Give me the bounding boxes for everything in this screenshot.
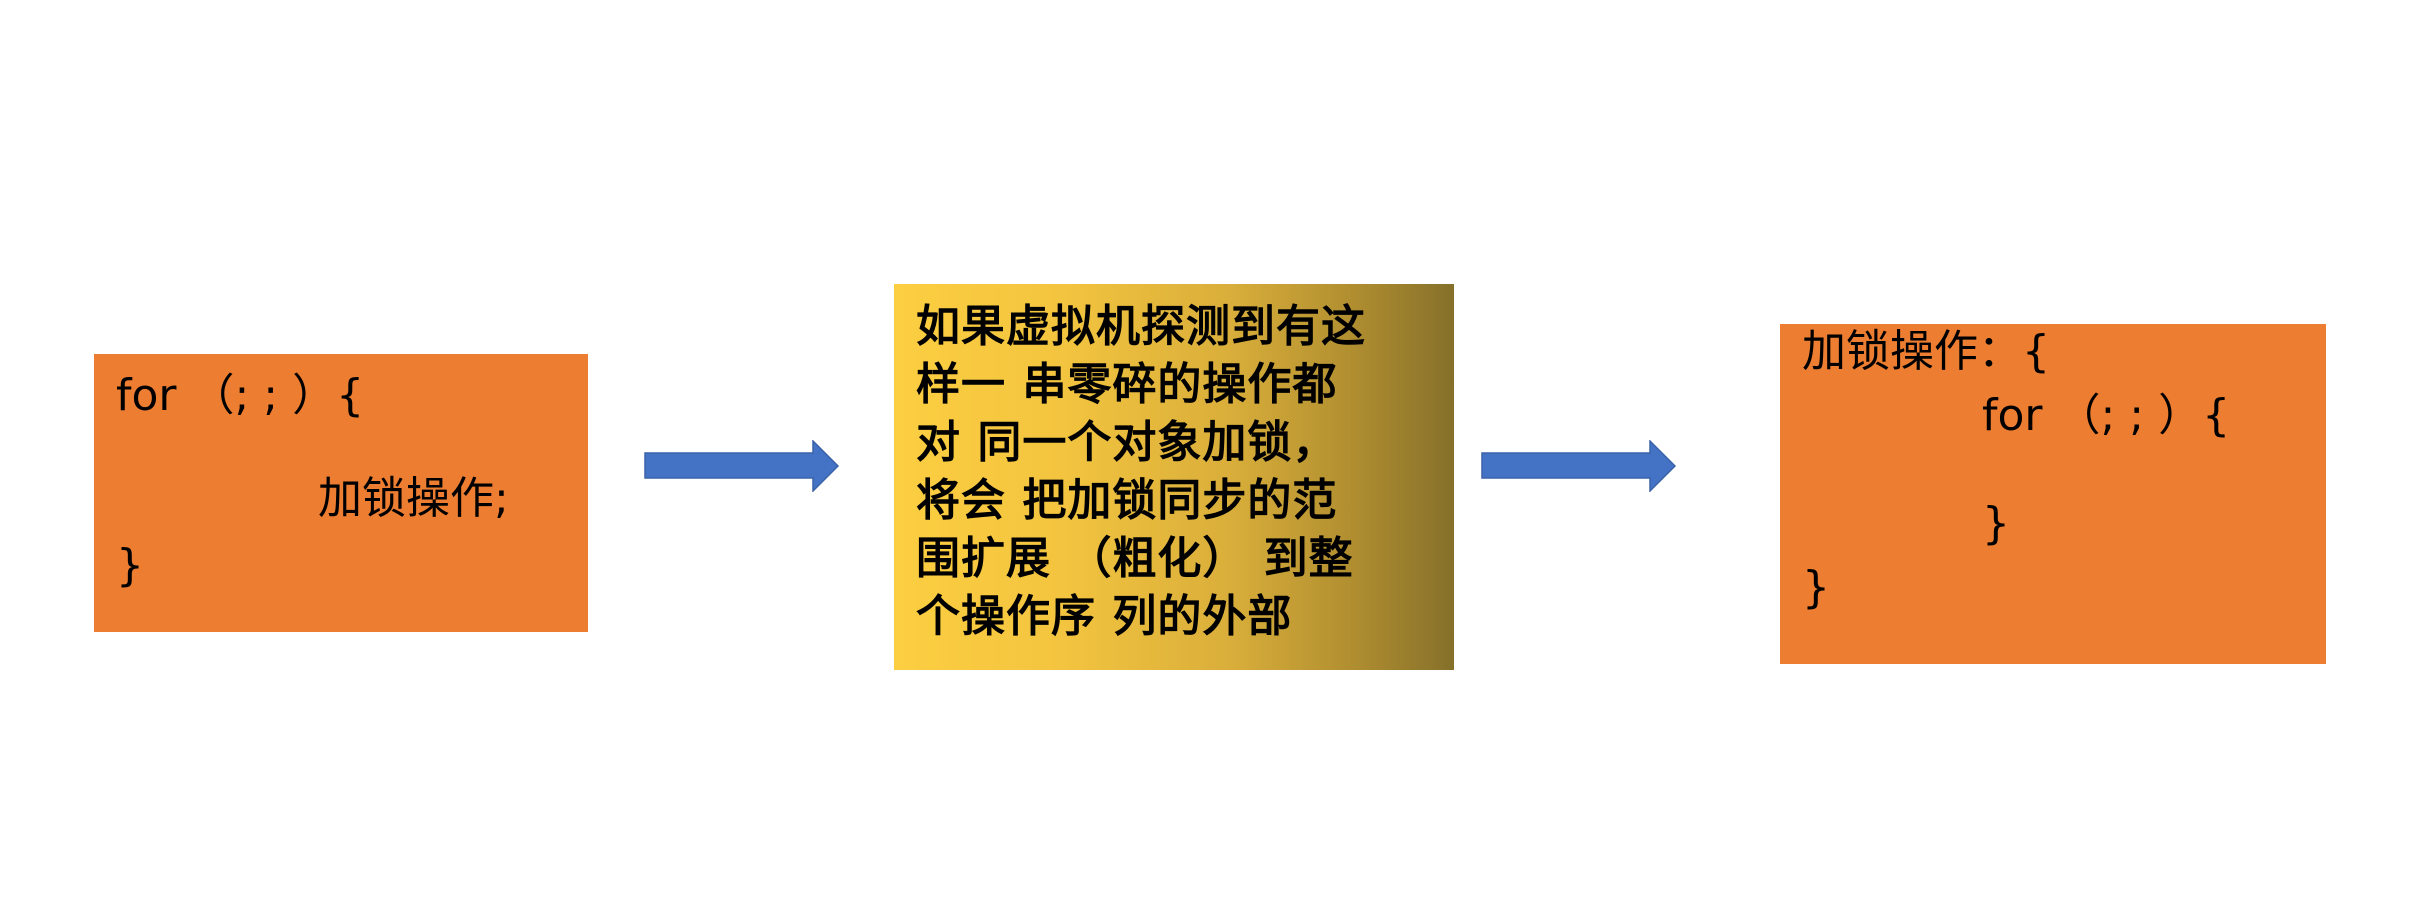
explanation-line: 样一 串零碎的操作都: [916, 359, 1338, 410]
explanation-line: 如果虚拟机探测到有这: [916, 301, 1366, 352]
code-box-after: 加锁操作：{ for （; ; ）{ } }: [1780, 324, 2326, 664]
explanation-box: 如果虚拟机探测到有这 样一 串零碎的操作都 对 同一个对象加锁， 将会 把加锁同…: [894, 284, 1454, 670]
explanation-line: 对 同一个对象加锁，: [916, 417, 1338, 468]
code-line-lock-op-open: 加锁操作：{: [1802, 326, 2050, 377]
right-arrow-icon: [644, 440, 840, 492]
code-line-for: for （; ; ）{: [1982, 390, 2231, 441]
explanation-line: 将会 把加锁同步的范: [916, 475, 1338, 526]
right-arrow-icon: [1481, 440, 1677, 492]
code-line-lock-op: 加锁操作;: [318, 473, 509, 524]
code-line-for: for （; ; ）{: [116, 370, 365, 421]
explanation-line: 个操作序 列的外部: [916, 591, 1293, 642]
code-box-before: for （; ; ）{ 加锁操作; }: [94, 354, 588, 632]
code-line-outer-close-brace: }: [1802, 562, 1830, 613]
code-line-inner-close-brace: }: [1982, 498, 2010, 549]
code-line-close-brace: }: [116, 540, 144, 591]
explanation-text: 如果虚拟机探测到有这 样一 串零碎的操作都 对 同一个对象加锁， 将会 把加锁同…: [916, 298, 1446, 646]
explanation-line: 围扩展 （粗化） 到整: [916, 533, 1354, 584]
